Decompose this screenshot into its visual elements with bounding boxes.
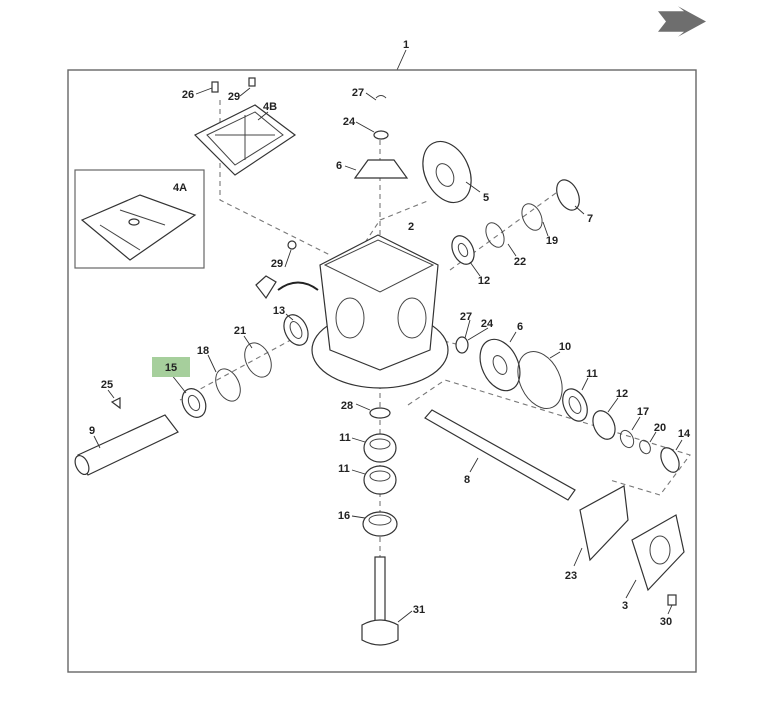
gasket-23 [579,485,629,562]
callout-31[interactable]: 31 [413,604,425,616]
cover-plate-4b [193,77,297,176]
gearbox-housing-2 [311,234,449,389]
seal-15 [181,388,207,418]
callout-12[interactable]: 12 [478,275,490,287]
callout-24[interactable]: 24 [481,318,494,330]
callout-24[interactable]: 24 [343,116,356,128]
callout-17[interactable]: 17 [637,406,649,418]
flange-5 [422,140,472,204]
end-cover-3 [631,514,685,592]
plate-4a [80,194,197,261]
callout-5[interactable]: 5 [483,192,489,204]
callout-22[interactable]: 22 [514,256,526,268]
callout-28[interactable]: 28 [341,400,353,412]
callout-25[interactable]: 25 [101,379,113,391]
callout-11[interactable]: 11 [339,432,351,444]
callout-29[interactable]: 29 [271,258,283,270]
callout-16[interactable]: 16 [338,510,350,522]
callout-27[interactable]: 27 [352,87,364,99]
callout-21[interactable]: 21 [234,325,246,337]
assembly-frame [67,69,697,673]
callout-9[interactable]: 9 [89,425,95,437]
highlighted-part-15-box[interactable] [152,357,190,377]
callout-15[interactable]: 15 [165,362,177,374]
callout-26[interactable]: 26 [182,89,194,101]
callout-6[interactable]: 6 [336,160,342,172]
callout-30[interactable]: 30 [660,616,672,628]
callout-13[interactable]: 13 [273,305,285,317]
callout-19[interactable]: 19 [546,235,558,247]
shaft-9 [74,414,179,476]
callout-7[interactable]: 7 [587,213,593,225]
callout-10[interactable]: 10 [559,341,571,353]
bevel-gear-6 [353,159,409,179]
part-callouts: 1 26 29 4B 27 24 6 5 7 4A 2 19 22 12 29 … [89,39,691,628]
callout-3[interactable]: 3 [622,600,628,612]
callout-2[interactable]: 2 [408,221,414,233]
output-shaft-31 [361,556,399,646]
callout-23[interactable]: 23 [565,570,577,582]
callout-27[interactable]: 27 [460,311,472,323]
callout-6[interactable]: 6 [517,321,523,333]
next-arrow-icon[interactable] [658,6,706,37]
callout-4a[interactable]: 4A [173,182,187,194]
callout-11[interactable]: 11 [586,368,598,380]
callout-14[interactable]: 14 [678,428,691,440]
callout-20[interactable]: 20 [654,422,666,434]
shaft-8 [424,409,576,501]
inset-frame-4a [74,169,205,269]
callout-8[interactable]: 8 [464,474,470,486]
callout-18[interactable]: 18 [197,345,209,357]
callout-12[interactable]: 12 [616,388,628,400]
callout-29[interactable]: 29 [228,91,240,103]
callout-11[interactable]: 11 [338,463,350,475]
callout-1[interactable]: 1 [403,39,409,51]
callout-4b[interactable]: 4B [263,101,277,113]
